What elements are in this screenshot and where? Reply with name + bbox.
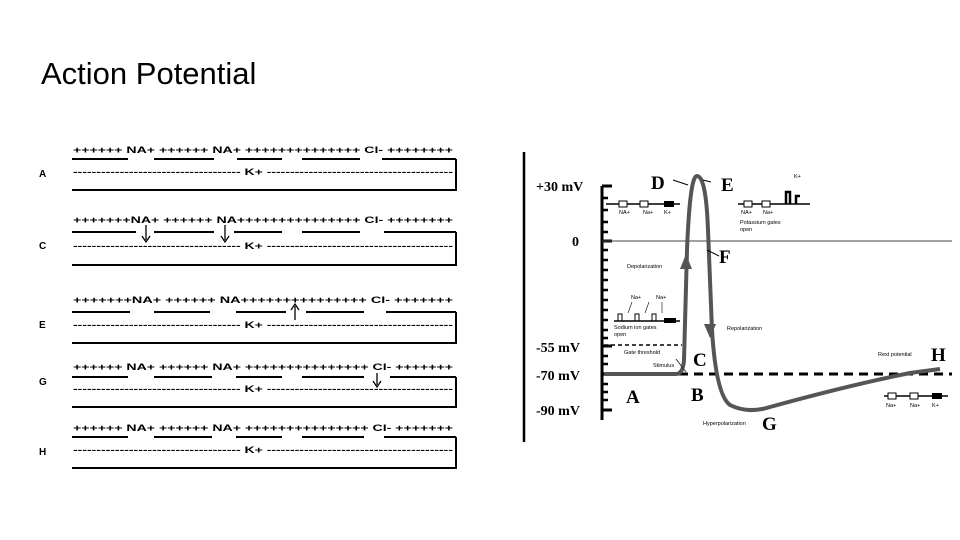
depolarization-text: Depolarization — [627, 264, 662, 270]
membrane-G: G ++++++ NA+ ++++++ NA+ +++++++++++++++ … — [39, 362, 457, 408]
sodium-gates-text: Sodium ion gates — [614, 325, 657, 331]
potassium-gates-open-text: open — [740, 227, 752, 233]
up-arrow-icon — [290, 302, 300, 320]
ion-label: K+ — [932, 403, 939, 409]
ion-label: Na+ — [886, 403, 896, 409]
point-label-H: H — [931, 345, 946, 366]
stimulus-pointer — [675, 358, 687, 373]
ion-label: Na+ — [656, 295, 666, 301]
y-label-minus55: -55 mV — [536, 341, 580, 356]
point-label-A: A — [626, 387, 640, 408]
membrane-label: A — [39, 169, 46, 180]
ion-label: Na+ — [763, 210, 773, 216]
ion-label: NA+ — [741, 210, 752, 216]
membrane-label: H — [39, 447, 46, 458]
membrane-top-charges: ++++++ NA+ ++++++ NA+ ++++++++++++++ Cl-… — [73, 145, 454, 156]
membrane-A: A ++++++ NA+ ++++++ NA+ ++++++++++++++ C… — [39, 145, 457, 191]
y-axis — [600, 184, 612, 420]
membrane-channel-schematic-rest: Na+ Na+ K+ — [884, 392, 948, 409]
y-label-plus30: +30 mV — [536, 180, 583, 195]
ion-label: Na+ — [910, 403, 920, 409]
potassium-gates-text: Potassium gates — [740, 220, 781, 226]
membrane-top-charges: ++++++ NA+ ++++++ NA+ +++++++++++++++ Cl… — [73, 362, 454, 373]
sodium-gates-open-text: open — [614, 332, 626, 338]
membrane-top-charges: ++++++ NA+ ++++++ NA+ +++++++++++++++ Cl… — [73, 423, 454, 434]
ion-label: NA+ — [619, 210, 630, 216]
hyperpolarization-text: Hyperpolarization — [703, 421, 746, 427]
y-label-minus70: -70 mV — [536, 369, 580, 384]
membrane-bottom-charges: ------------------------------------ K+ … — [73, 320, 453, 331]
point-label-G: G — [762, 414, 777, 435]
membrane-label: C — [39, 241, 46, 252]
point-label-F: F — [719, 247, 731, 268]
membrane-H: H ++++++ NA+ ++++++ NA+ +++++++++++++++ … — [39, 423, 457, 469]
down-arrow-icon — [372, 373, 382, 389]
rest-potential-text: Rest potential — [878, 352, 912, 358]
ion-label: K+ — [664, 210, 671, 216]
membrane-channel-schematic-upper: NA+ Na+ K+ — [606, 200, 680, 216]
membrane-label: G — [39, 377, 47, 388]
ion-label: Na+ — [631, 295, 641, 301]
point-label-E: E — [721, 175, 734, 196]
rising-arrow-icon — [680, 254, 692, 269]
point-label-C: C — [693, 350, 707, 371]
slide-title: Action Potential — [41, 56, 257, 91]
point-label-D: D — [651, 173, 665, 194]
point-label-B: B — [691, 385, 704, 406]
membrane-bottom-charges: ------------------------------------ K+ … — [73, 384, 453, 395]
membrane-E: E +++++++NA+ ++++++ NA+++++++++++++++ Cl… — [39, 295, 457, 344]
action-potential-graph: +30 mV 0 -55 mV -70 mV -90 mV D E F C B … — [522, 152, 952, 442]
action-potential-curve — [604, 174, 941, 412]
falling-arrow-icon — [704, 324, 716, 338]
stimulus-text: Stimulus — [653, 363, 674, 369]
membrane-bottom-charges: ------------------------------------ K+ … — [73, 167, 453, 178]
y-label-zero: 0 — [572, 235, 579, 250]
membrane-label: E — [39, 320, 46, 331]
sodium-gates-schematic: Na+ Na+ — [614, 295, 680, 323]
membrane-channel-schematic-right: NA+ Na+ K+ — [738, 174, 810, 216]
down-arrow-icon — [220, 225, 230, 244]
membrane-C: C +++++++NA+ ++++++ NA+++++++++++++++ Cl… — [39, 215, 457, 266]
membrane-top-charges: +++++++NA+ ++++++ NA+++++++++++++++ Cl- … — [73, 295, 454, 306]
membrane-bottom-charges: ------------------------------------ K+ … — [73, 241, 453, 252]
repolarization-text: Repolarization — [727, 326, 762, 332]
ion-label: K+ — [794, 174, 801, 180]
membrane-bottom-charges: ------------------------------------ K+ … — [73, 445, 453, 456]
gate-threshold-text: Gate threshold — [624, 350, 660, 356]
ion-label: Na+ — [643, 210, 653, 216]
membrane-top-charges: +++++++NA+ ++++++ NA+++++++++++++++ Cl- … — [73, 215, 454, 226]
down-arrow-icon — [141, 225, 151, 244]
y-label-minus90: -90 mV — [536, 404, 580, 419]
